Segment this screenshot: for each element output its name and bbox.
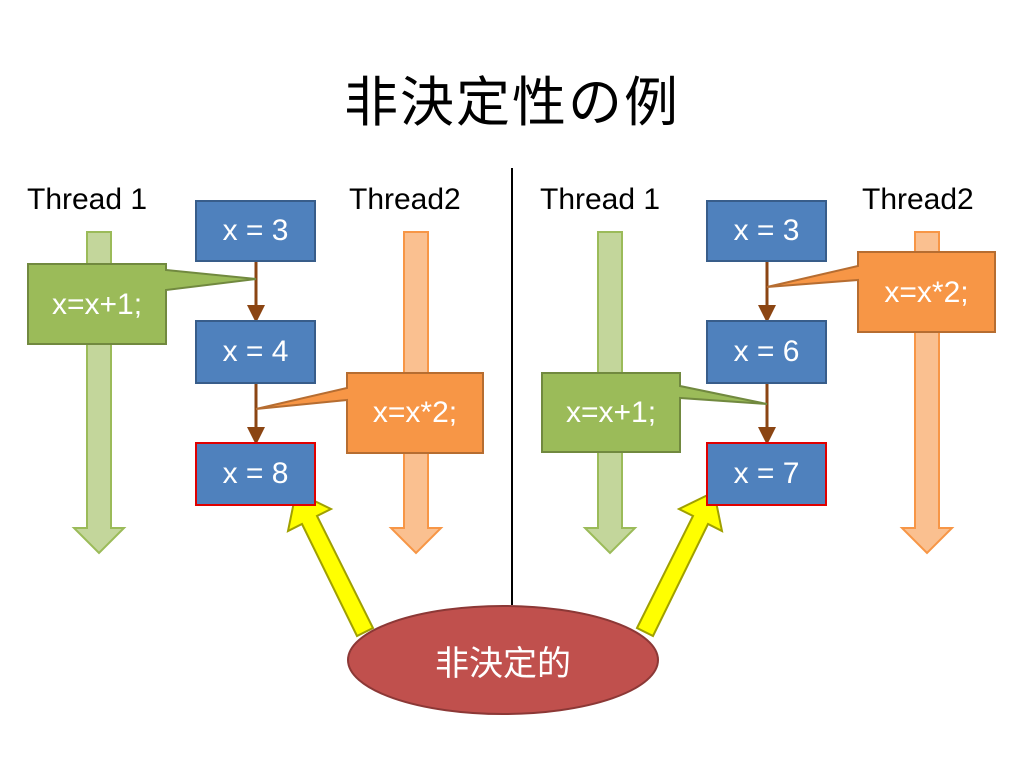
- right-thread1-label: Thread 1: [540, 183, 661, 216]
- left-callout-thread1-text: x=x+1;: [51, 288, 143, 321]
- right-callout-thread2-text: x=x*2;: [884, 275, 969, 309]
- right-callout-thread1-text: x=x+1;: [565, 396, 657, 429]
- left-callout-thread1: [27, 263, 257, 345]
- right-value-box-result: x = 7: [706, 442, 827, 506]
- right-callout-thread1: [541, 372, 768, 453]
- left-thread1-label: Thread 1: [27, 183, 148, 216]
- conclusion-label: 非決定的: [435, 643, 571, 684]
- left-value-box-initial: x = 3: [195, 200, 316, 262]
- left-value-box-result: x = 8: [195, 442, 316, 506]
- left-callout-thread2-text: x=x*2;: [372, 396, 458, 429]
- right-thread2-label: Thread2: [862, 183, 974, 216]
- left-thread2-label: Thread2: [349, 183, 461, 216]
- slide-title: 非決定性の例: [344, 71, 680, 134]
- right-callout-thread2: [766, 251, 996, 333]
- right-value-box-middle: x = 6: [706, 320, 827, 384]
- left-value-box-middle: x = 4: [195, 320, 316, 384]
- left-callout-thread2: [255, 372, 484, 454]
- right-highlight-arrow-shape: [635, 490, 724, 638]
- right-value-box-initial: x = 3: [706, 200, 827, 262]
- conclusion-oval: [347, 605, 659, 715]
